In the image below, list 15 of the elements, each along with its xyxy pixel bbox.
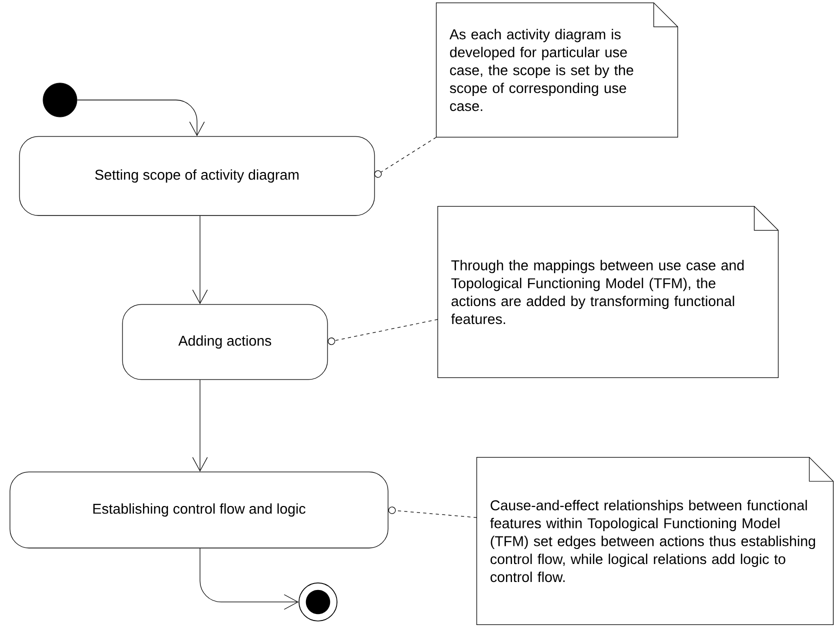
connector bbox=[388, 506, 478, 518]
note: Through the mappings between use case and Topological Functioning Model (TFM), the actions are added by transforming functional features. bbox=[437, 206, 779, 378]
arrow bbox=[192, 380, 208, 472]
arrow bbox=[192, 216, 208, 304]
action-box: Setting scope of activity diagram bbox=[19, 136, 375, 216]
note: As each activity diagram is developed for particular use case, the scope is set by the scope of corresponding use case. bbox=[436, 2, 678, 138]
initial-node bbox=[42, 82, 78, 118]
connector bbox=[374, 136, 437, 178]
action-box: Adding actions bbox=[122, 304, 328, 380]
arrow bbox=[200, 548, 299, 610]
arrow bbox=[76, 100, 205, 136]
final-node bbox=[298, 582, 338, 622]
action-box: Establishing control flow and logic bbox=[10, 472, 388, 548]
note: Cause-and-effect relationships between functional features within Topological Functioning Model (TFM) set edges between actions thus establishing control flow, while logical relations add logic to control flow. bbox=[476, 456, 834, 626]
connector bbox=[328, 319, 438, 345]
